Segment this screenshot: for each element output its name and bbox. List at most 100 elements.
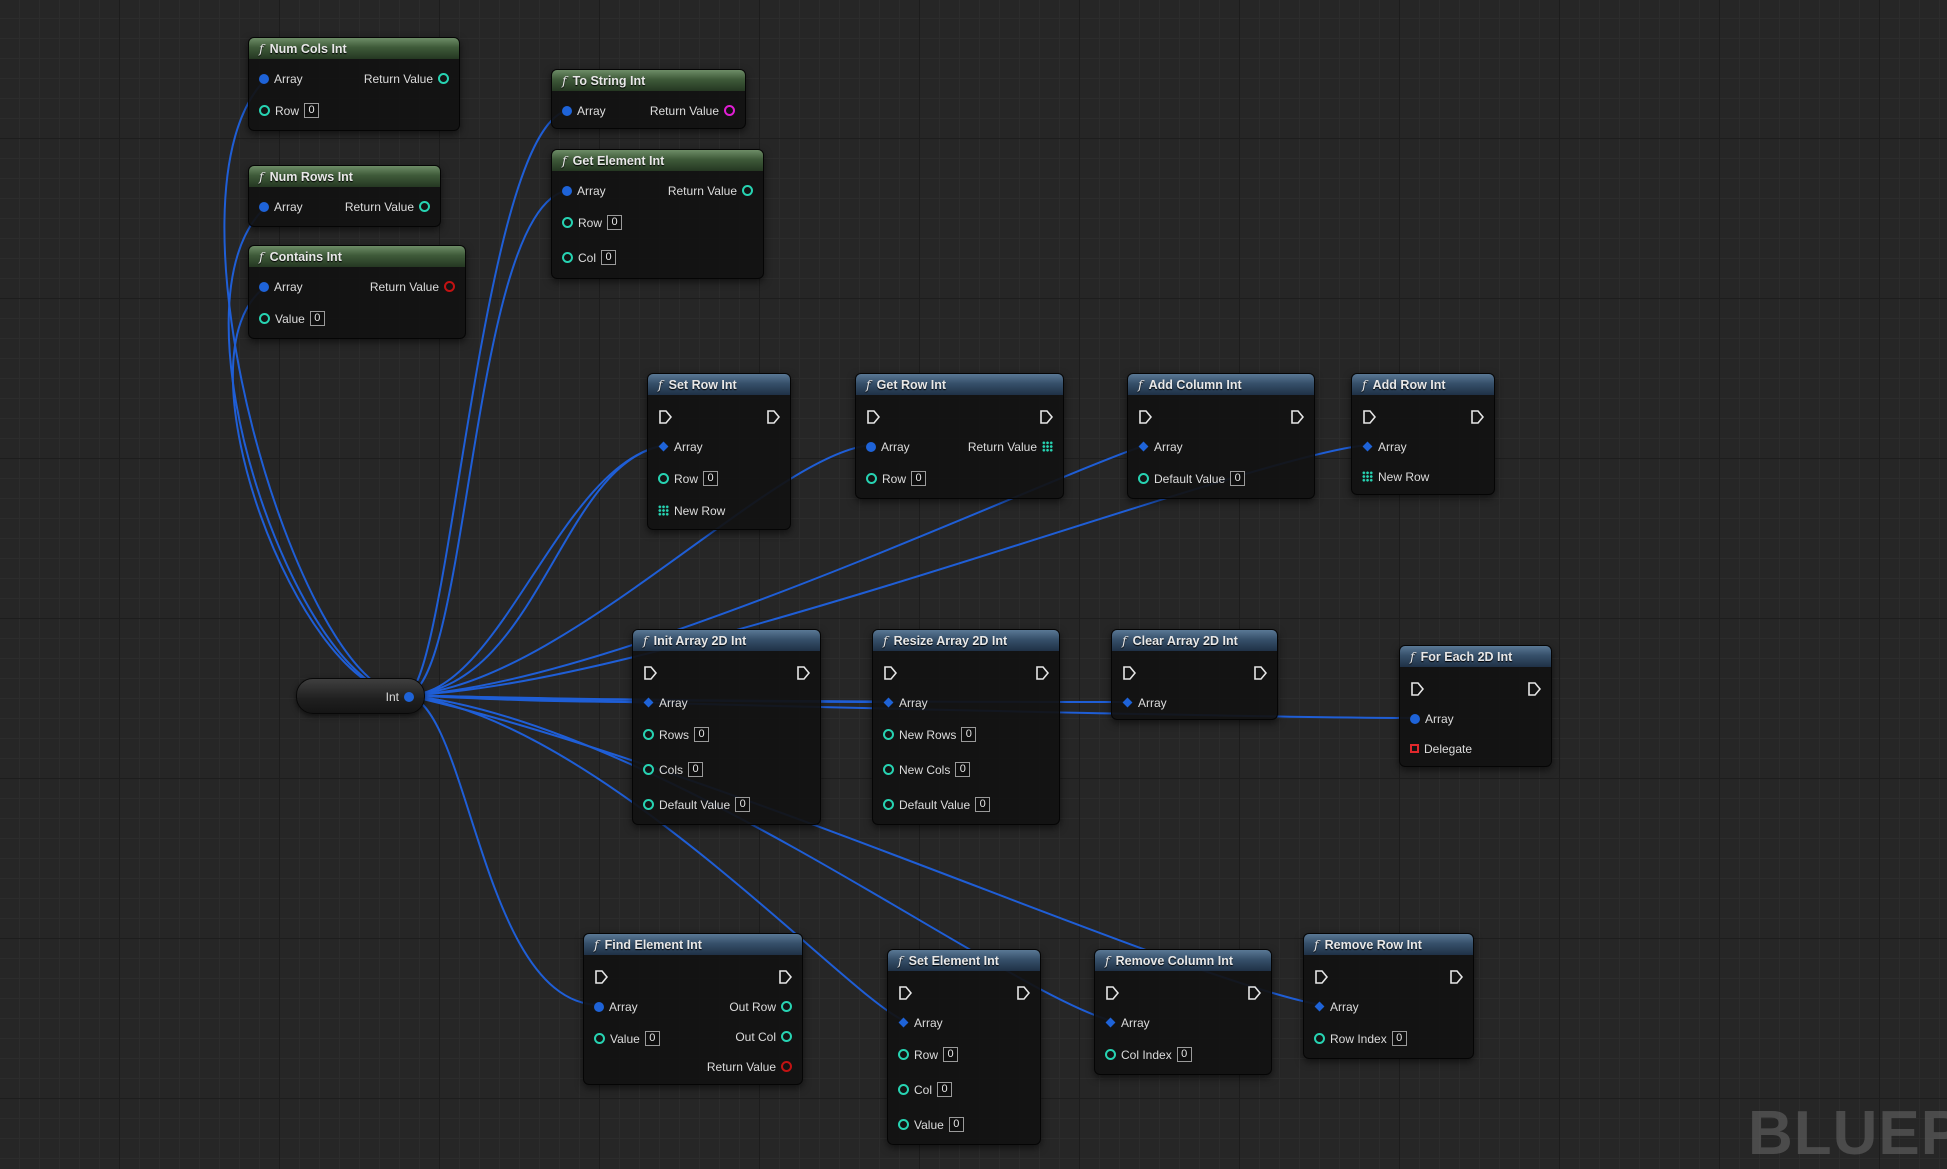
int-pin-icon[interactable] [866,473,877,485]
new-rows-value-input[interactable]: 0 [961,727,977,743]
exec-pin-icon[interactable] [1016,985,1030,1001]
value-input[interactable]: 0 [309,311,325,327]
int-pin-icon[interactable] [643,764,654,776]
pin-delegate[interactable]: Delegate [1410,739,1477,757]
pin-array[interactable]: Array [562,181,611,199]
array-pin-icon[interactable] [898,1017,909,1028]
pin-array[interactable]: Array [259,277,308,295]
pin-return-value[interactable]: Return Value [663,181,753,199]
pin-return-value[interactable]: Return Value [365,277,455,295]
exec-in[interactable] [1122,663,1136,681]
int-pin-icon[interactable] [883,729,894,741]
exec-in[interactable] [866,407,880,425]
pin-array[interactable]: Array [594,997,643,1015]
exec-pin-icon[interactable] [866,409,880,425]
array-pin-icon[interactable] [1410,713,1420,724]
exec-pin-icon[interactable] [1470,409,1484,425]
exec-in[interactable] [1362,407,1376,425]
exec-in[interactable] [1105,983,1119,1001]
row-value-input[interactable]: 0 [607,215,623,231]
exec-out[interactable] [796,663,810,681]
exec-pin-icon[interactable] [1035,665,1049,681]
exec-pin-icon[interactable] [796,665,810,681]
array-pin-icon[interactable] [658,441,669,452]
pin-return-value[interactable]: Return Value [963,437,1053,455]
int-pin-icon[interactable] [1314,1033,1325,1045]
exec-in[interactable] [1314,967,1328,985]
col-value-input[interactable]: 0 [601,250,617,266]
pin-array[interactable]: Array [643,693,693,711]
array-pin-icon[interactable] [1138,441,1149,452]
pin-array[interactable]: Array [1122,693,1172,711]
int-pin-icon[interactable] [643,799,654,811]
int-pin-icon[interactable] [438,73,449,85]
exec-pin-icon[interactable] [883,665,897,681]
row-value-input[interactable]: 0 [943,1047,959,1063]
exec-out[interactable] [766,407,780,425]
col-value-input[interactable]: 0 [937,1082,953,1098]
int-array-pin-icon[interactable] [1362,471,1373,483]
exec-out[interactable] [1035,663,1049,681]
delegate-pin-icon[interactable] [1410,744,1419,754]
exec-pin-icon[interactable] [594,969,608,985]
exec-pin-icon[interactable] [1362,409,1376,425]
exec-pin-icon[interactable] [643,665,657,681]
exec-out[interactable] [778,967,792,985]
array-pin-icon[interactable] [404,691,414,702]
pin-array[interactable]: Array [1314,997,1364,1015]
pin-array[interactable]: Array [1105,1013,1155,1031]
exec-pin-icon[interactable] [1410,681,1424,697]
exec-in[interactable] [1410,679,1424,697]
pin-return-value[interactable]: Return Value [702,1057,792,1075]
value-input[interactable]: 0 [644,1031,660,1047]
array-pin-icon[interactable] [594,1001,604,1012]
pin-array[interactable]: Array [1138,437,1188,455]
pin-array[interactable]: Array [898,1013,948,1031]
pin-array[interactable]: Array [866,437,915,455]
cols-value-input[interactable]: 0 [688,762,704,778]
exec-out[interactable] [1470,407,1484,425]
new-cols-value-input[interactable]: 0 [955,762,971,778]
pin-return-value[interactable]: Return Value [340,197,430,215]
int-pin-icon[interactable] [594,1033,605,1045]
exec-in[interactable] [594,967,608,985]
exec-out[interactable] [1016,983,1030,1001]
default-value-input[interactable]: 0 [735,797,751,813]
int-pin-icon[interactable] [883,799,894,811]
exec-in[interactable] [1138,407,1152,425]
string-pin-icon[interactable] [724,105,735,117]
int-pin-icon[interactable] [658,473,669,485]
row-index-value-input[interactable]: 0 [1391,1031,1407,1047]
exec-in[interactable] [643,663,657,681]
int-pin-icon[interactable] [259,105,270,117]
pin-new-row[interactable]: New Row [658,501,730,519]
exec-out[interactable] [1449,967,1463,985]
array-pin-icon[interactable] [259,281,269,292]
array-pin-icon[interactable] [643,697,654,708]
exec-pin-icon[interactable] [1138,409,1152,425]
row-value-input[interactable]: 0 [304,103,320,119]
pin-array[interactable]: Array [658,437,708,455]
int-pin-icon[interactable] [259,313,270,325]
